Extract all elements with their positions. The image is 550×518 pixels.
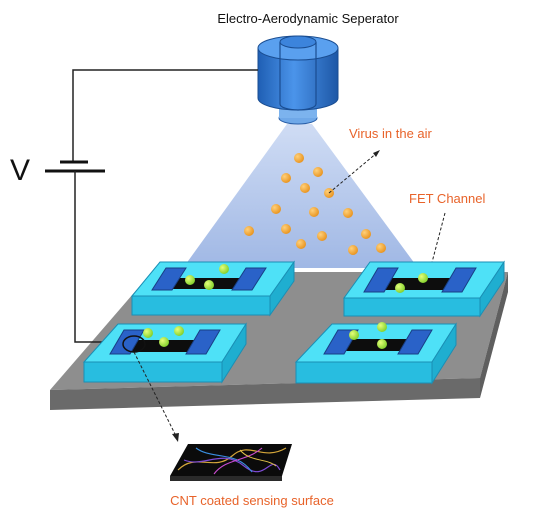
wire-top bbox=[72, 69, 258, 162]
virus-particle bbox=[313, 167, 323, 177]
fet-arrow bbox=[429, 212, 446, 271]
cnt-label: CNT coated sensing surface bbox=[170, 493, 334, 508]
voltage-label: V bbox=[10, 154, 30, 187]
virus-particle bbox=[296, 239, 306, 249]
fet-label: FET Channel bbox=[409, 191, 485, 206]
fet-device-front-right bbox=[294, 322, 457, 385]
wire-bottom bbox=[74, 171, 118, 343]
virus-particle bbox=[281, 173, 291, 183]
virus-particle bbox=[309, 207, 319, 217]
fet-device-back-right bbox=[343, 260, 505, 318]
virus-label: Virus in the air bbox=[349, 126, 433, 141]
virus-particle bbox=[343, 208, 353, 218]
separator-label: Electro-Aerodynamic Seperator bbox=[217, 11, 399, 26]
electrode bbox=[231, 267, 267, 291]
virus-particle bbox=[361, 229, 371, 239]
virus-particle bbox=[244, 226, 254, 236]
airflow-cone bbox=[183, 124, 418, 268]
electrode bbox=[185, 329, 221, 355]
virus-arrow bbox=[328, 151, 379, 194]
substrate-side bbox=[480, 272, 508, 398]
virus-particles bbox=[244, 153, 386, 255]
virus-particle bbox=[294, 153, 304, 163]
substrate-front bbox=[50, 378, 480, 410]
virus-particle bbox=[281, 224, 291, 234]
electrode bbox=[397, 329, 433, 355]
virus-particle bbox=[376, 243, 386, 253]
separator-device bbox=[257, 35, 339, 125]
virus-particle bbox=[348, 245, 358, 255]
fet-device-back-left bbox=[130, 260, 295, 317]
fet-device-front-left bbox=[82, 322, 247, 384]
cnt-surface bbox=[170, 444, 292, 481]
virus-particle bbox=[317, 231, 327, 241]
cnt-arrow bbox=[133, 351, 177, 437]
electrode bbox=[441, 267, 477, 293]
virus-particle bbox=[300, 183, 310, 193]
electrode bbox=[363, 267, 399, 293]
virus-particle bbox=[271, 204, 281, 214]
electrode bbox=[151, 267, 187, 291]
